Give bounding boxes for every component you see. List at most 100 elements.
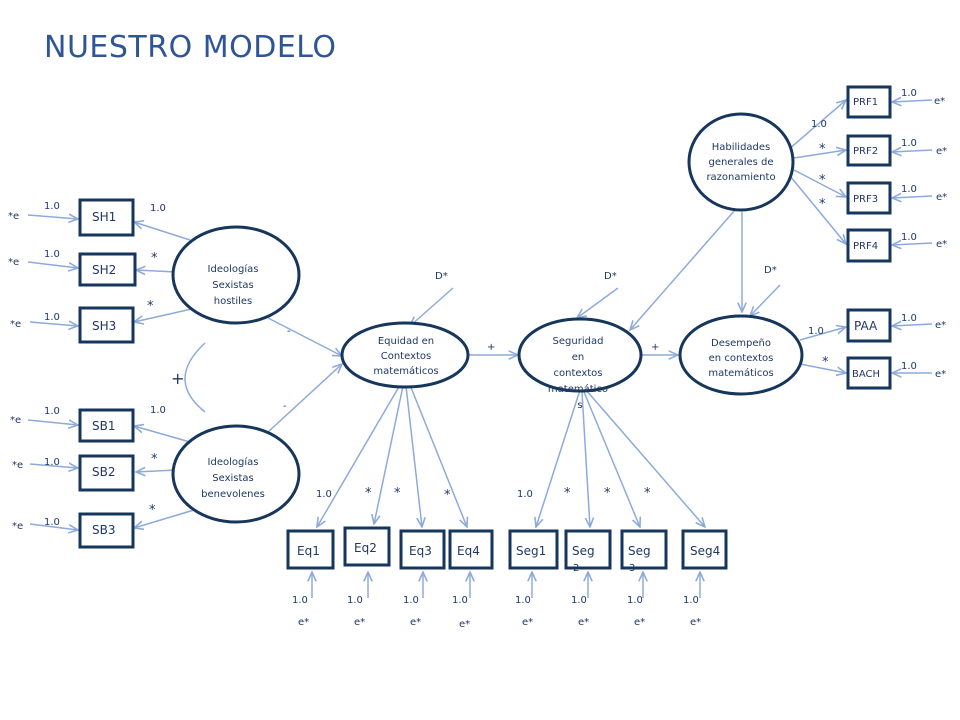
- box-label: SB3: [92, 523, 115, 537]
- error-label: e*: [459, 619, 470, 630]
- loading-star: *: [819, 197, 826, 212]
- box-label: PRF1: [853, 97, 878, 108]
- oval-label-line: razonamiento: [706, 172, 775, 183]
- error-label: *e: [12, 521, 23, 532]
- box-sb3: SB3: [78, 512, 135, 549]
- box-label: Eq4: [457, 544, 480, 558]
- loading-star: *: [819, 142, 826, 157]
- box-seg3: Seg 3: [620, 529, 668, 574]
- error-arrow-prf2: [892, 150, 933, 152]
- box-eq2: Eq2: [343, 526, 391, 567]
- loading-star: *: [819, 173, 826, 188]
- oval-habilidades: Habilidades generales de razonamiento: [687, 112, 795, 212]
- box-prf4: PRF4: [846, 228, 892, 263]
- oval-label-line: contextos: [553, 368, 602, 379]
- box-label: Seg: [628, 544, 651, 558]
- error-weight: 1.0: [683, 595, 699, 606]
- error-weight: 1.0: [44, 517, 60, 528]
- error-weight: 1.0: [901, 138, 917, 149]
- oval-label-line: matemáticos: [373, 365, 438, 377]
- loading-arrow-seg3: [583, 391, 640, 527]
- oval-label-line: Equidad en: [378, 336, 434, 347]
- loading-star: *: [147, 299, 154, 314]
- oval-desempeno: Desempeño en contextos matemáticos: [678, 314, 804, 396]
- error-label: e*: [936, 192, 947, 203]
- path-sign: +: [651, 342, 659, 353]
- error-label: e*: [410, 617, 421, 628]
- oval-label-line: Ideologías: [208, 263, 259, 275]
- error-weight: 1.0: [403, 595, 419, 606]
- error-weight: 1.0: [901, 88, 917, 99]
- box-label: BACH: [852, 369, 880, 380]
- path-sign: -: [283, 401, 287, 412]
- error-arrow-paa: [892, 324, 933, 326]
- observed-variables: SH1 SH2 SH3 SB1 SB2 SB3 Eq1 Eq2 Eq3 Eq4 …: [78, 85, 892, 574]
- loading-arrow-eq2: [374, 385, 404, 524]
- loading-arrow-sb3: [134, 509, 195, 528]
- loading-star: *: [564, 486, 571, 501]
- oval-label-line: hostiles: [214, 296, 253, 307]
- oval-seguridad: Seguridad en contextos matemático s: [517, 317, 643, 411]
- error-arrow-sh1: [27, 215, 78, 219]
- error-label: *e: [12, 460, 23, 471]
- box-prf1: PRF1: [846, 85, 892, 119]
- disturbance-arrow-desempeno: [750, 284, 781, 316]
- oval-ideologias-benevolentes: Ideologías Sexistas benevolenes: [171, 424, 301, 524]
- oval-label-line: s: [577, 400, 582, 411]
- error-label: e*: [935, 369, 946, 380]
- box-label: PRF4: [853, 241, 878, 252]
- path-hostile-to-equidad: [267, 317, 342, 356]
- loading-arrow-eq4: [409, 384, 467, 527]
- labels: *e *e *e *e *e *e 1.0 1.0 1.0 1.0 1.0 1.…: [8, 88, 947, 630]
- error-arrow-sb2: [29, 464, 78, 468]
- disturbance-label: D*: [435, 271, 448, 282]
- disturbance-label: D*: [764, 265, 777, 276]
- oval-label-line: matemáticos: [708, 367, 773, 379]
- error-label: *e: [8, 257, 19, 268]
- box-eq3: Eq3: [399, 529, 446, 570]
- oval-label-line: Seguridad: [553, 336, 604, 347]
- loading-arrow-prf4: [789, 175, 846, 244]
- oval-label-line: Ideologías: [208, 456, 259, 468]
- loading-fixed-label: 1.0: [808, 326, 824, 337]
- loading-star: *: [604, 486, 611, 501]
- loading-arrow-seg2: [581, 391, 590, 527]
- oval-label-line: Sexistas: [212, 280, 254, 291]
- path-benevolent-to-equidad: [267, 364, 342, 433]
- path-habilidades-to-seguridad: [630, 209, 736, 330]
- error-weight: 1.0: [44, 201, 60, 212]
- loading-arrow-sh1: [134, 222, 191, 241]
- error-label: e*: [935, 320, 946, 331]
- oval-label-line: generales de: [708, 157, 773, 168]
- error-label: *e: [8, 211, 19, 222]
- error-weight: 1.0: [44, 406, 60, 417]
- box-label: Eq1: [297, 544, 320, 558]
- box-label: PAA: [854, 319, 878, 333]
- error-weight: 1.0: [347, 595, 363, 606]
- box-label: SH2: [92, 263, 116, 277]
- box-label-sub: 3: [629, 563, 635, 574]
- error-label: e*: [298, 617, 309, 628]
- error-label: e*: [936, 146, 947, 157]
- box-label: SB1: [92, 419, 115, 433]
- box-label: PRF2: [853, 146, 878, 157]
- error-arrow-prf3: [892, 196, 933, 198]
- box-sb2: SB2: [78, 454, 135, 492]
- error-label: e*: [578, 617, 589, 628]
- error-label: e*: [522, 617, 533, 628]
- box-seg1: Seg1: [508, 529, 559, 570]
- page-title: NUESTRO MODELO: [44, 30, 337, 65]
- error-weight: 1.0: [44, 249, 60, 260]
- loading-star: *: [365, 486, 372, 501]
- oval-label-line: Sexistas: [212, 473, 254, 484]
- error-weight: 1.0: [627, 595, 643, 606]
- box-bach: BACH: [846, 356, 892, 390]
- oval-label-line: Habilidades: [712, 142, 771, 153]
- box-prf2: PRF2: [846, 134, 892, 167]
- loading-arrow-eq1: [317, 384, 401, 527]
- covariance-arc: [184, 342, 206, 413]
- loading-arrow-sb2: [136, 470, 177, 472]
- error-label: e*: [934, 96, 945, 107]
- error-weight: 1.0: [452, 595, 468, 606]
